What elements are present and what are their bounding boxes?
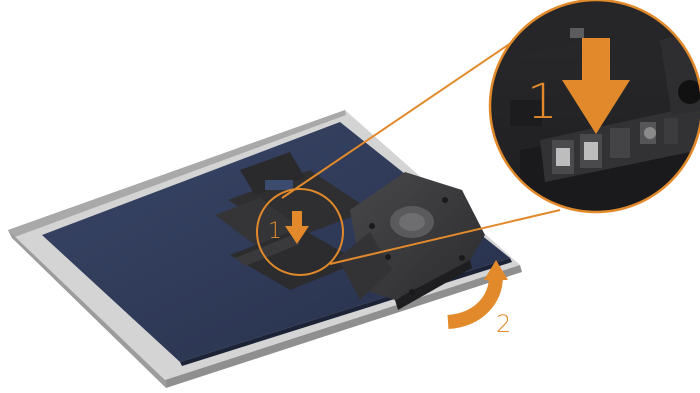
zoom-step-number: 1 (527, 74, 558, 130)
step-2-number: 2 (496, 310, 511, 338)
callout-step-number: 1 (268, 219, 282, 244)
